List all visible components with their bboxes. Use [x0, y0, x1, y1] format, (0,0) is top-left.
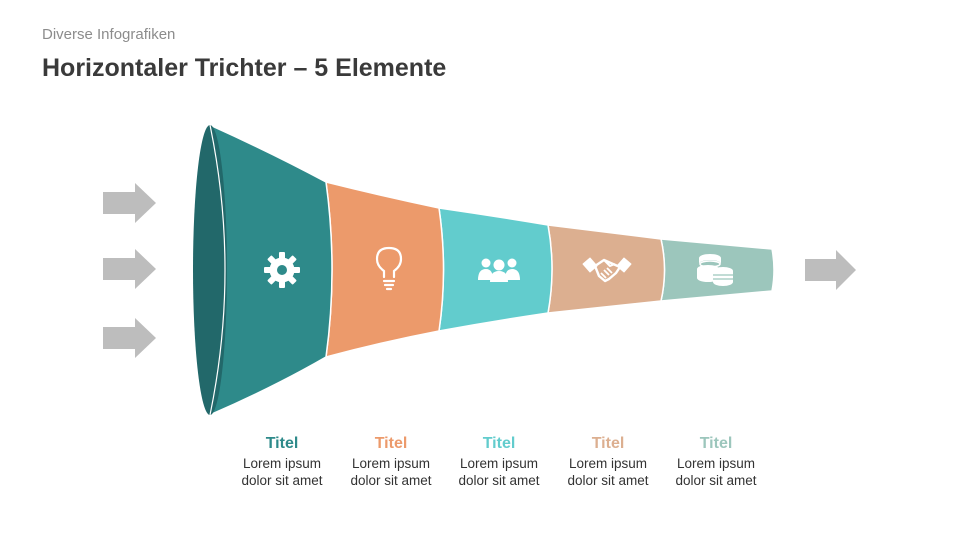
segment-label-2: Titel Lorem ipsum dolor sit amet [336, 433, 446, 489]
segment-desc-4-line1: Lorem ipsum [568, 456, 648, 471]
lightbulb-icon [375, 246, 403, 291]
segment-label-1: Titel Lorem ipsum dolor sit amet [227, 433, 337, 489]
funnel-segment-4 [547, 224, 666, 314]
segment-desc-5-line1: Lorem ipsum [676, 456, 756, 471]
funnel-segment-2 [325, 181, 445, 359]
segment-desc-2-line1: Lorem ipsum [351, 456, 431, 471]
input-arrow-2 [103, 249, 156, 289]
segment-desc-1-line2: dolor sit amet [241, 473, 323, 488]
funnel-rim-edge [209, 124, 226, 416]
segment-label-5: Titel Lorem ipsum dolor sit amet [661, 433, 771, 489]
segment-label-3: Titel Lorem ipsum dolor sit amet [444, 433, 554, 489]
gear-icon [264, 252, 300, 288]
segment-title-5: Titel [699, 435, 733, 452]
team-icon [478, 258, 520, 282]
segment-title-3: Titel [482, 435, 516, 452]
funnel-rim [193, 125, 227, 415]
segment-label-4: Titel Lorem ipsum dolor sit amet [553, 433, 663, 489]
slide-subtitle: Diverse Infografiken [42, 26, 176, 43]
input-arrow-3 [103, 318, 156, 358]
segment-desc-1-line1: Lorem ipsum [242, 456, 322, 471]
segment-desc-2-line2: dolor sit amet [350, 473, 432, 488]
segment-desc-5-line2: dolor sit amet [675, 473, 757, 488]
segment-desc-3-line1: Lorem ipsum [459, 456, 539, 471]
segment-desc-3-line2: dolor sit amet [458, 473, 540, 488]
slide-title: Horizontaler Trichter – 5 Elemente [42, 54, 447, 82]
output-arrow [805, 250, 856, 290]
coins-icon [697, 254, 733, 286]
segment-title-2: Titel [374, 435, 408, 452]
segment-title-1: Titel [265, 435, 299, 452]
funnel-segment-3 [438, 207, 553, 332]
segment-title-4: Titel [591, 435, 625, 452]
segment-desc-4-line2: dolor sit amet [567, 473, 649, 488]
handshake-icon [582, 257, 632, 283]
input-arrow-1 [103, 183, 156, 223]
